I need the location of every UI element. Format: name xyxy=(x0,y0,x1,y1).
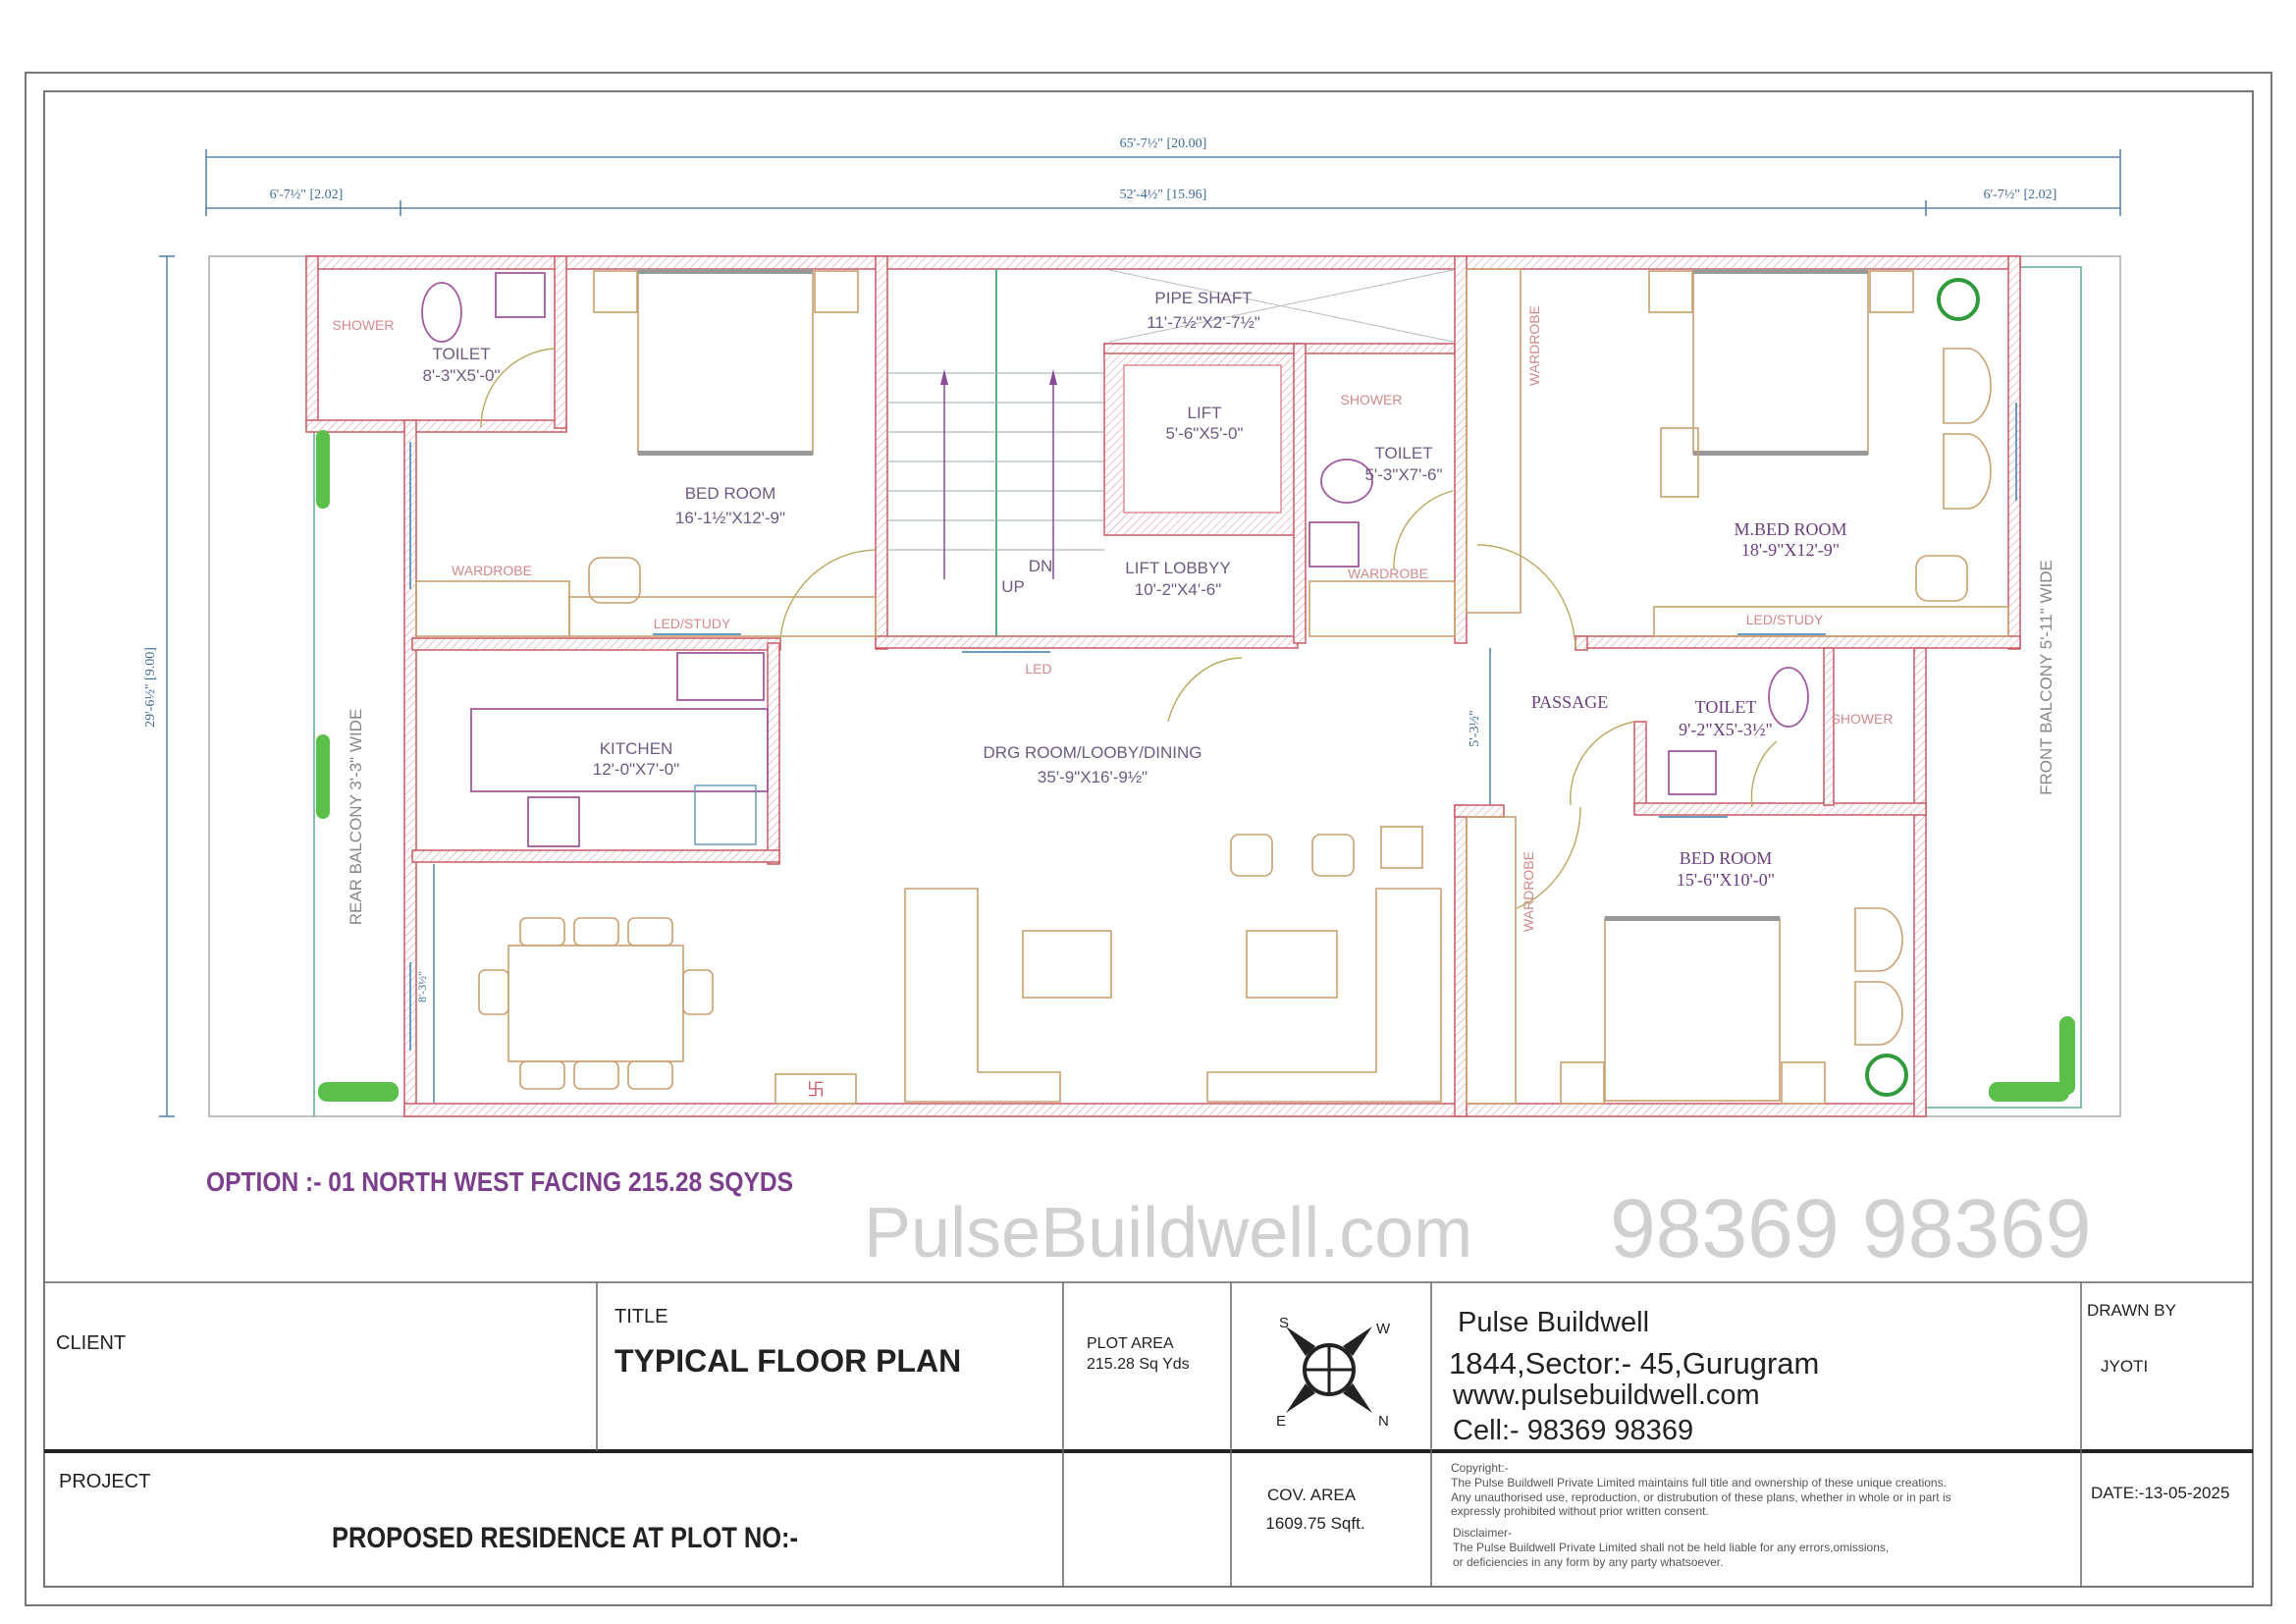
master-bed-label: M.BED ROOM xyxy=(1734,519,1846,539)
wardrobe-1-label: WARDROBE xyxy=(452,563,532,578)
kitchen-label: KITCHEN xyxy=(600,739,673,758)
furniture: 卐 xyxy=(415,268,2009,1105)
company-name: Pulse Buildwell xyxy=(1458,1307,1649,1338)
drawing-room-label: DRG ROOM/LOOBY/DINING xyxy=(984,743,1202,762)
toilet-1-size: 8'-3"X5'-0" xyxy=(422,366,500,385)
svg-text:expressly prohibited without p: expressly prohibited without prior writt… xyxy=(1451,1504,1709,1518)
drawn-by-value: JYOTI xyxy=(2101,1357,2148,1376)
svg-text:Any unauthorised use, reproduc: Any unauthorised use, reproduction, or d… xyxy=(1451,1490,1951,1504)
pipe-shaft-label: PIPE SHAFT xyxy=(1154,289,1252,307)
svg-text:or deficiencies in any form by: or deficiencies in any form by any party… xyxy=(1453,1555,1723,1569)
wardrobe-2-label: WARDROBE xyxy=(1348,566,1428,581)
passage-label: PASSAGE xyxy=(1531,692,1608,712)
lift-size: 5'-6"X5'-0" xyxy=(1165,424,1243,443)
title-block-grid xyxy=(44,1281,2253,1587)
dining-table xyxy=(507,945,684,1062)
svg-text:The Pulse Buildwell Private Li: The Pulse Buildwell Private Limited main… xyxy=(1451,1476,1947,1489)
bed-room-1-label: BED ROOM xyxy=(685,484,776,503)
dimension-lines xyxy=(159,149,2121,1117)
company-address: 1844,Sector:- 45,Gurugram xyxy=(1449,1346,1819,1380)
bed-room-2-size: 15'-6"X10'-0" xyxy=(1677,870,1775,890)
shower-2-label: SHOWER xyxy=(1341,392,1403,407)
compass-w: W xyxy=(1376,1321,1391,1337)
option-caption: OPTION :- 01 NORTH WEST FACING 215.28 SQ… xyxy=(206,1166,793,1197)
passage-width-dimension: 5'-3½" xyxy=(1468,710,1482,746)
bed-left xyxy=(637,270,814,455)
bed-room-1-size: 16'-1½"X12'-9" xyxy=(675,509,785,527)
stairs-up-label: UP xyxy=(1001,577,1025,596)
compass-e: E xyxy=(1276,1413,1286,1430)
project-name: PROPOSED RESIDENCE AT PLOT NO:- xyxy=(332,1522,798,1554)
compass-n: N xyxy=(1378,1413,1389,1430)
master-bed-size: 18'-9"X12'-9" xyxy=(1741,540,1840,560)
inner-border xyxy=(43,90,2254,1588)
plot-area-value: 215.28 Sq Yds xyxy=(1087,1356,1190,1373)
led-label: LED xyxy=(1025,661,1051,677)
drawing-title: TYPICAL FLOOR PLAN xyxy=(614,1343,961,1379)
wardrobe-3-label: WARDROBE xyxy=(1526,305,1542,386)
client-label: CLIENT xyxy=(56,1332,126,1354)
pipe-shaft-size: 11'-7½"X2'-7½" xyxy=(1147,313,1260,332)
project-label: PROJECT xyxy=(59,1471,150,1492)
lift-lobby-size: 10'-2"X4'-6" xyxy=(1135,580,1222,599)
front-balcony-rail xyxy=(1926,266,2082,1109)
outer-border xyxy=(25,72,2272,1606)
left-balcony-dimension: 6'-7½" [2.02] xyxy=(270,188,344,202)
building-width-dimension: 52'-4½" [15.96] xyxy=(1120,188,1207,202)
stairs-dn-label: DN xyxy=(1029,557,1053,575)
drawing-room-size: 35'-9"X16'-9½" xyxy=(1038,768,1148,786)
watermark-name: PulseBuildwell.com xyxy=(864,1194,1472,1272)
compass-icon xyxy=(1286,1326,1372,1413)
plot-area-label: PLOT AREA xyxy=(1087,1335,1174,1352)
svg-text:Disclaimer-: Disclaimer- xyxy=(1453,1526,1512,1540)
compass-s: S xyxy=(1279,1315,1289,1331)
company-website: www.pulsebuildwell.com xyxy=(1452,1380,1760,1411)
bed-room-2-label: BED ROOM xyxy=(1680,848,1773,868)
kitchen-size: 12'-0"X7'-0" xyxy=(593,760,680,779)
copyright-notice: Copyright:- The Pulse Buildwell Private … xyxy=(1451,1461,1951,1569)
toilet-3-size: 9'-2"X5'-3½" xyxy=(1679,720,1773,739)
shower-3-label: SHOWER xyxy=(1832,711,1894,727)
drawn-by-label: DRAWN BY xyxy=(2087,1301,2176,1320)
overall-width-dimension: 65'-7½" [20.00] xyxy=(1120,136,1207,151)
doors xyxy=(480,348,1778,909)
bed-right xyxy=(1604,917,1781,1102)
toilet-2-label: TOILET xyxy=(1374,444,1432,462)
rear-balcony-label: REAR BALCONY 3'-3" WIDE xyxy=(347,709,365,926)
watermark-phone: 98369 98369 xyxy=(1610,1182,2092,1274)
overall-depth-dimension: 29'-6½" [9.00] xyxy=(143,647,158,728)
master-bed xyxy=(1692,270,1869,455)
lift-label: LIFT xyxy=(1188,404,1222,422)
pipe-shaft-cross xyxy=(1108,269,1454,343)
svg-text:Copyright:-: Copyright:- xyxy=(1451,1461,1509,1475)
title-label: TITLE xyxy=(614,1306,667,1327)
cov-area-value: 1609.75 Sqft. xyxy=(1265,1514,1364,1533)
walls xyxy=(305,255,2021,1117)
front-balcony-label: FRONT BALCONY 5'-11" WIDE xyxy=(2037,560,2056,795)
windows xyxy=(409,403,2017,1051)
dining-width-dimension: 8'-3½" xyxy=(415,971,429,1002)
plant-icons xyxy=(316,278,2075,1102)
lift-lobby-label: LIFT LOBBYY xyxy=(1125,559,1230,577)
svg-text:The Pulse Buildwell Private Li: The Pulse Buildwell Private Limited shal… xyxy=(1453,1541,1889,1554)
led-study-1-label: LED/STUDY xyxy=(654,616,731,631)
toilet-3-label: TOILET xyxy=(1695,697,1757,717)
toilet-2-size: 5'-3"X7'-6" xyxy=(1364,465,1442,484)
toilet-1-label: TOILET xyxy=(432,345,490,363)
room-labels: SHOWER TOILET 8'-3"X5'-0" BED ROOM 16'-1… xyxy=(333,289,2056,932)
pooja-symbol: 卐 xyxy=(807,1080,825,1101)
shower-1-label: SHOWER xyxy=(333,317,395,333)
right-balcony-dimension: 6'-7½" [2.02] xyxy=(1984,188,2057,202)
led-study-2-label: LED/STUDY xyxy=(1746,612,1824,627)
staircase xyxy=(887,269,1104,636)
company-cell: Cell:- 98369 98369 xyxy=(1453,1415,1693,1446)
drawing-date: DATE:-13-05-2025 xyxy=(2091,1484,2229,1502)
cov-area-label: COV. AREA xyxy=(1267,1486,1357,1504)
wardrobe-4-label: WARDROBE xyxy=(1521,851,1536,932)
